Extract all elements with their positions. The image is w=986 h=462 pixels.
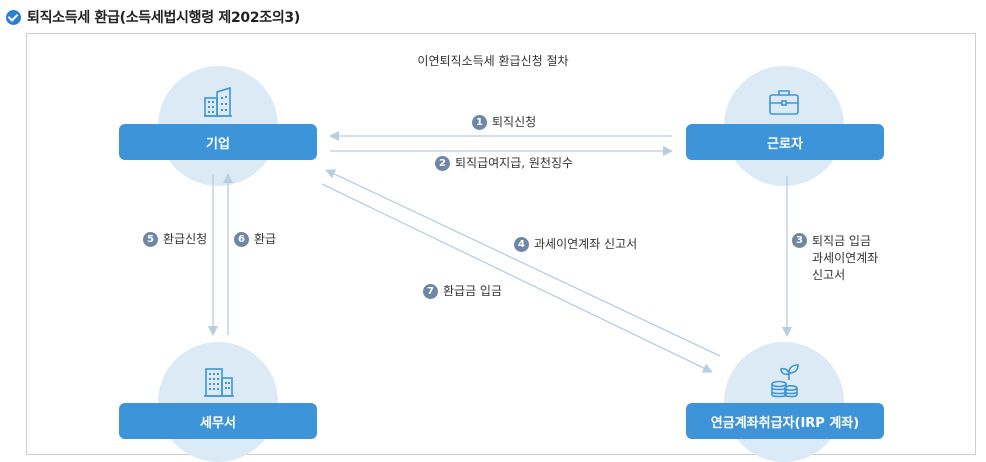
section-header: 퇴직소득세 환급(소득세법시행령 제202조의3) [6,6,300,28]
step-number-badge: 4 [514,237,529,252]
step-text: 퇴직금 입금 과세이연계좌 신고서 [812,234,879,282]
step-number-badge: 6 [234,232,249,247]
step-number-badge: 5 [143,232,158,247]
briefcase-icon [769,90,799,115]
step-5-label: 5 환급신청 [143,232,207,247]
step-number-badge: 1 [472,115,487,130]
section-title: 퇴직소득세 환급(소득세법시행령 제202조의3) [27,10,300,26]
coins-sprout-icon [771,364,799,398]
step-2-label: 2 퇴직급여지급, 원천징수 [435,156,573,171]
step-text: 환급신청 [163,232,208,246]
step-number-badge: 7 [423,284,438,299]
step-text: 퇴직급여지급, 원천징수 [455,156,574,170]
pension-icon-circle [724,342,844,462]
step-7-label: 7 환급금 입금 [423,284,502,299]
arrow-7 [321,183,713,373]
building-icon [204,86,232,117]
step-text: 퇴직신청 [492,115,537,129]
office-building-icon [204,368,234,397]
tax-office-icon-circle [158,342,278,462]
step-4-label: 4 과세이연계좌 신고서 [514,237,637,252]
step-1-label: 1 퇴직신청 [472,115,536,130]
step-text: 환급 [254,232,277,246]
step-text: 환급금 입금 [443,284,503,298]
company-node: 기업 [119,124,317,160]
step-text: 과세이연계좌 신고서 [534,237,638,251]
step-3-label: 3 퇴직금 입금 과세이연계좌 신고서 [792,233,878,284]
diagram-title: 이연퇴직소득세 환급신청 절차 [417,54,569,68]
arrow-4 [325,169,721,357]
tax-office-node: 세무서 [119,403,317,439]
step-number-badge: 2 [435,156,450,171]
worker-node: 근로자 [686,124,884,160]
step-6-label: 6 환급 [234,232,276,247]
checkmark-icon [6,9,21,25]
step-number-badge: 3 [792,233,807,248]
pension-node: 연금계좌취급자(IRP 계좌) [686,403,884,439]
